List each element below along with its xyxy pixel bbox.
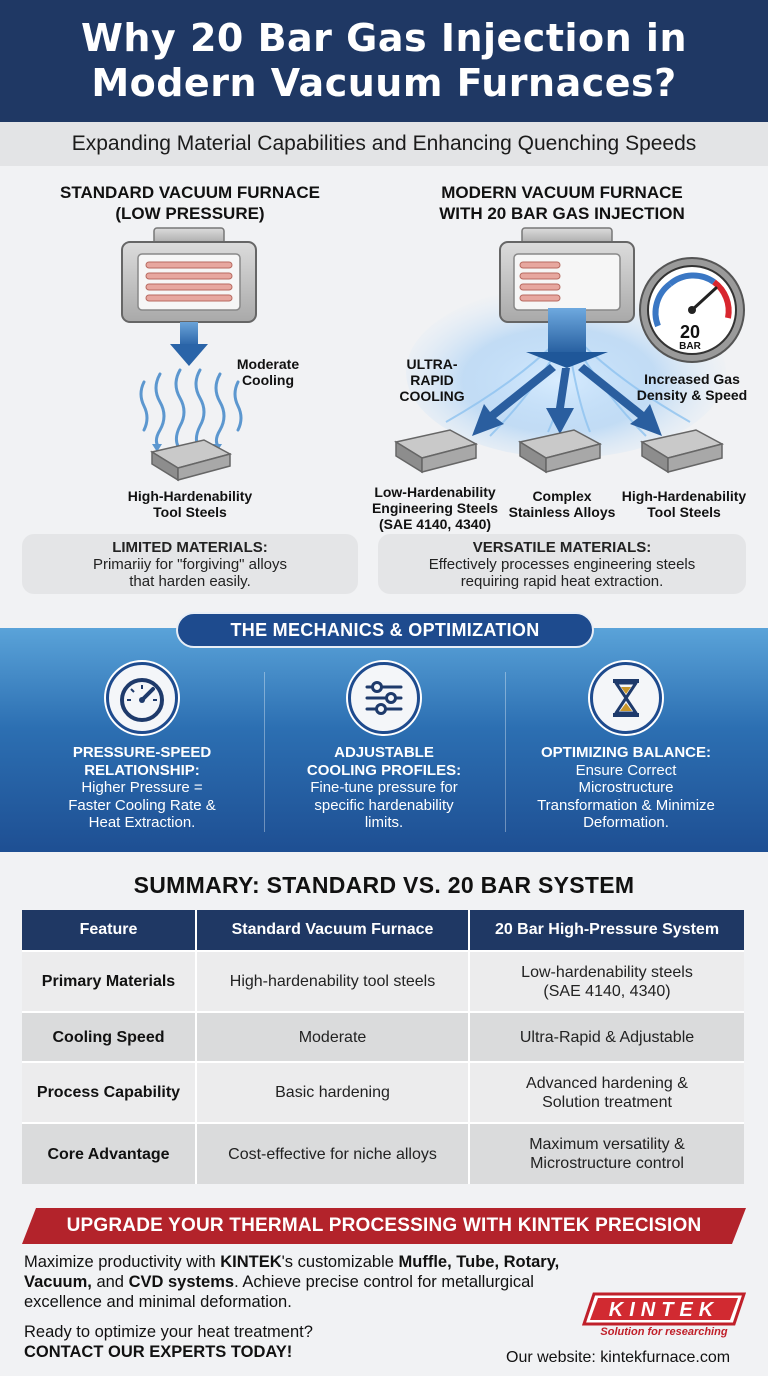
mechanics-item-optimizing-balance: OPTIMIZING BALANCE: Ensure Correct Micro… [498, 662, 754, 838]
material-low-hardenability: Low-Hardenability Engineering Steels (SA… [371, 484, 499, 532]
cta-paragraph: Maximize productivity with KINTEK's cust… [24, 1253, 560, 1311]
table-cell: Moderate [196, 1011, 470, 1062]
contact-experts-link[interactable]: CONTACT OUR EXPERTS TODAY! [24, 1343, 293, 1361]
table-cell: High-hardenability tool steels [196, 950, 470, 1012]
table-cell: Low-hardenability steels(SAE 4140, 4340) [469, 950, 744, 1012]
divider [505, 672, 506, 832]
table-cell: Cost-effective for niche alloys [196, 1122, 470, 1184]
down-arrow-icon [170, 322, 208, 366]
column-header: 20 Bar High-Pressure System [469, 910, 744, 951]
furnace-chamber-icon [121, 227, 257, 323]
table-row: Core Advantage Cost-effective for niche … [22, 1122, 744, 1184]
standard-material-label: High-Hardenability Tool Steels [127, 488, 253, 520]
column-header: Standard Vacuum Furnace [196, 910, 470, 951]
table-cell: Primary Materials [22, 950, 197, 1012]
page-title: Why 20 Bar Gas Injection in Modern Vacuu… [0, 0, 768, 106]
mechanics-title: THE MECHANICS & OPTIMIZATION [176, 612, 594, 648]
furnace-chamber-icon [499, 227, 635, 323]
table-cell: Core Advantage [22, 1122, 197, 1184]
website-link[interactable]: Our website: kintekfurnace.com [506, 1349, 731, 1366]
modern-furnace-title: MODERN VACUUM FURNACE WITH 20 BAR GAS IN… [439, 183, 685, 223]
gauge-unit: BAR [679, 341, 701, 352]
table-header-row: Feature Standard Vacuum Furnace 20 Bar H… [22, 910, 744, 951]
cta-banner-background [22, 1208, 746, 1244]
material-stainless: Complex Stainless Alloys [508, 488, 616, 520]
standard-furnace-illustration [121, 227, 257, 482]
divider [264, 672, 265, 832]
table-cell: Maximum versatility &Microstructure cont… [469, 1122, 744, 1184]
speedometer-icon [106, 662, 178, 734]
page-header: Why 20 Bar Gas Injection in Modern Vacuu… [0, 0, 768, 122]
column-header: Feature [22, 910, 197, 951]
spread-arrows-icon [472, 364, 662, 436]
standard-furnace-title: STANDARD VACUUM FURNACE (LOW PRESSURE) [59, 183, 321, 223]
ultra-rapid-cooling-label: ULTRA-RAPID COOLING [399, 356, 465, 404]
modern-furnace-illustration [406, 227, 745, 458]
material-tool-steels: High-Hardenability Tool Steels [621, 488, 747, 520]
summary-table: Feature Standard Vacuum Furnace 20 Bar H… [22, 910, 744, 1184]
modern-steel-blocks [394, 429, 725, 474]
cta-question: Ready to optimize your heat treatment? [24, 1323, 313, 1341]
page-subtitle: Expanding Material Capabilities and Enha… [0, 122, 768, 166]
title-line-1: Why 20 Bar Gas Injection in [80, 16, 687, 60]
limited-materials-note: LIMITED MATERIALS: Primariiy for "forgiv… [22, 534, 358, 594]
table-cell: Basic hardening [196, 1061, 470, 1123]
sliders-icon [348, 662, 420, 734]
title-line-2: Modern Vacuum Furnaces? [91, 61, 677, 105]
mechanics-item-pressure-speed: PRESSURE-SPEED RELATIONSHIP: Higher Pres… [14, 662, 270, 838]
logo-text: KINTEK [609, 1299, 719, 1321]
logo-tagline: Solution for researching [600, 1326, 728, 1338]
gauge-caption: Increased Gas Density & Speed [636, 371, 748, 403]
table-row: Primary Materials High-hardenability too… [22, 950, 744, 1012]
large-down-arrow-icon [526, 308, 608, 368]
gauge-value: 20 [679, 322, 701, 342]
hourglass-icon [590, 662, 662, 734]
table-cell: Process Capability [22, 1061, 197, 1123]
table-row: Cooling Speed Moderate Ultra-Rapid & Adj… [22, 1011, 744, 1062]
steel-block-icon [394, 429, 479, 474]
table-row: Process Capability Basic hardening Advan… [22, 1061, 744, 1123]
moderate-cooling-label: Moderate Cooling [236, 356, 300, 388]
cta-banner: UPGRADE YOUR THERMAL PROCESSING WITH KIN… [66, 1215, 702, 1236]
kintek-logo: KINTEK [582, 1292, 746, 1326]
mechanics-item-cooling-profiles: ADJUSTABLE COOLING PROFILES: Fine-tune p… [256, 662, 512, 838]
table-cell: Ultra-Rapid & Adjustable [469, 1011, 744, 1062]
table-cell: Advanced hardening &Solution treatment [469, 1061, 744, 1123]
moderate-cooling-waves-icon [139, 368, 243, 448]
summary-title: SUMMARY: STANDARD VS. 20 BAR SYSTEM [133, 872, 635, 898]
steel-block-icon [150, 439, 233, 482]
versatile-materials-note: VERSATILE MATERIALS: Effectively process… [378, 534, 746, 594]
pressure-gauge-icon [639, 257, 745, 363]
steel-block-icon [640, 429, 725, 474]
table-cell: Cooling Speed [22, 1011, 197, 1062]
steel-block-icon [518, 429, 603, 474]
